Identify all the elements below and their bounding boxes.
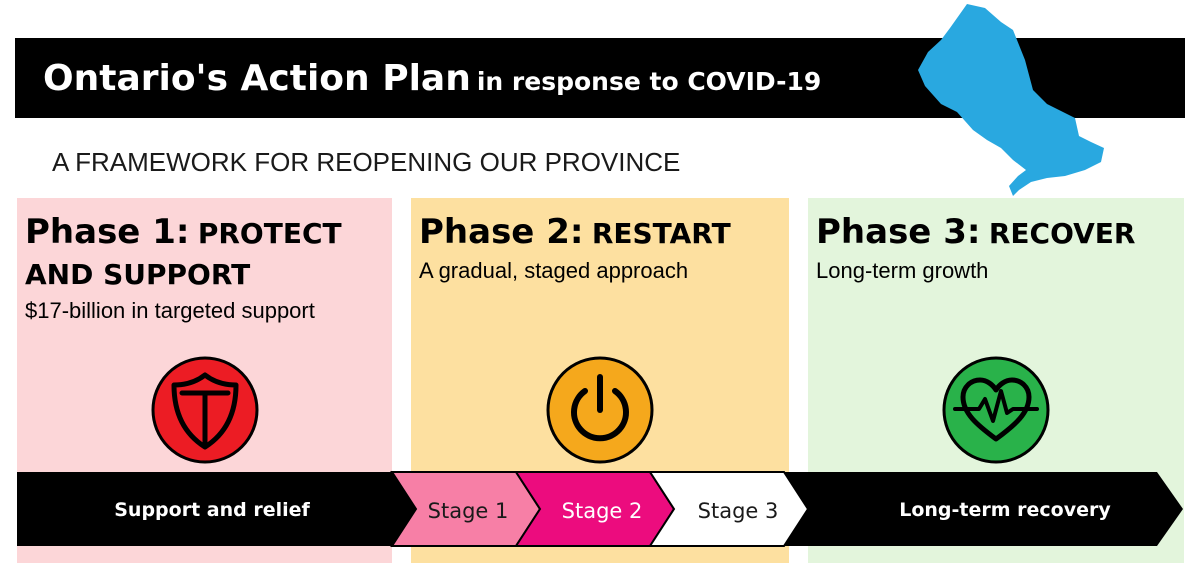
phase-2-icon-wrap (411, 348, 789, 468)
title-main: Ontario's Action Plan (43, 58, 471, 99)
ontario-map-icon (918, 4, 1104, 196)
phase-1-description: $17-billion in targeted support (25, 298, 315, 323)
phase-2-title: Phase 2: RESTART (419, 212, 731, 255)
support-relief-segment (17, 472, 416, 546)
phase-1-title: Phase 1: PROTECT AND SUPPORT (25, 212, 385, 296)
ontario-map-shape (918, 4, 1104, 196)
phase-3-description: Long-term growth (816, 258, 989, 283)
stage-1-label: Stage 1 (428, 499, 509, 523)
phase-1-panel: Phase 1: PROTECT AND SUPPORT $17-billion… (17, 198, 392, 563)
phase-3-icon-wrap (808, 348, 1184, 468)
phase-1-number: Phase 1: (25, 212, 190, 252)
support-relief-label: Support and relief (114, 499, 310, 521)
phase-3-name: RECOVER (988, 217, 1136, 250)
shield-icon (151, 356, 258, 464)
power-icon (546, 356, 654, 464)
phase-2-description: A gradual, staged approach (419, 258, 689, 283)
subtitle: A FRAMEWORK FOR REOPENING OUR PROVINCE (52, 147, 681, 177)
stage-3-label: Stage 3 (698, 499, 779, 523)
long-term-recovery-segment (780, 472, 1183, 546)
long-term-recovery-label: Long-term recovery (899, 499, 1111, 521)
stage-3-segment (648, 471, 810, 547)
heartbeat-icon (942, 356, 1050, 464)
phase-3-title: Phase 3: RECOVER (816, 212, 1135, 255)
stage-2-label: Stage 2 (562, 499, 643, 523)
phase-3-number: Phase 3: (816, 212, 981, 252)
phase-2-name: RESTART (591, 217, 731, 250)
title-rest: in response to COVID-19 (476, 67, 822, 96)
phase-1-icon-wrap (17, 348, 392, 468)
phase-2-number: Phase 2: (419, 212, 584, 252)
phase-1-name: PROTECT AND SUPPORT (25, 217, 342, 291)
